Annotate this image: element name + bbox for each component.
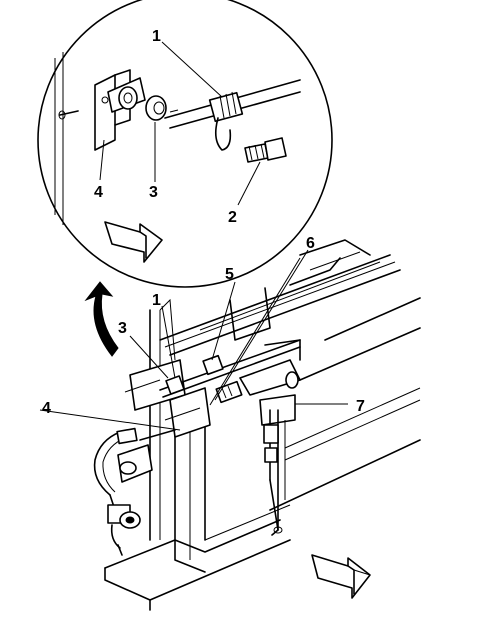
cable-end-fitting: [208, 91, 244, 151]
main-label-1: 1: [152, 292, 161, 309]
equalizer-rod: [259, 394, 296, 536]
brake-cable: [159, 339, 301, 404]
frame-rail: [159, 239, 421, 511]
brake-hose: [93, 427, 176, 556]
detail-label-3: 3: [149, 184, 158, 201]
detail-view: 1 2 3 4: [37, 0, 333, 288]
forward-direction-arrow-icon: [311, 554, 371, 599]
main-label-7: 7: [356, 398, 365, 415]
main-label-4: 4: [42, 400, 51, 417]
main-label-6: 6: [306, 235, 315, 252]
bracket-plate: [94, 69, 146, 151]
mounting-bracket: [124, 359, 211, 438]
main-label-5: 5: [225, 266, 234, 283]
support-post: [149, 298, 206, 573]
washer: [145, 95, 167, 121]
direction-arrow-icon: [104, 221, 163, 263]
detail-label-4: 4: [94, 184, 103, 201]
zoom-arrow-icon: [84, 281, 119, 357]
main-view: 1 3 4 5 6 7: [39, 235, 421, 611]
main-label-3: 3: [118, 320, 127, 337]
detail-label-1: 1: [152, 28, 161, 45]
bolt: [244, 137, 287, 163]
detail-label-2: 2: [228, 209, 237, 226]
detail-circle: [37, 0, 333, 288]
base-channel: [104, 504, 291, 611]
